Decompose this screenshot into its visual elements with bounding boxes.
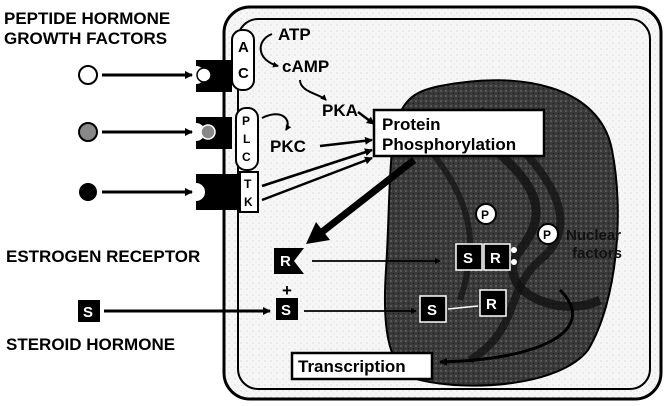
plc-label-p: P bbox=[242, 114, 250, 128]
factors-label: factors bbox=[572, 245, 622, 262]
peptide-hormone-title: PEPTIDE HORMONE bbox=[4, 9, 170, 28]
nucleus-s-upper-label: S bbox=[463, 250, 473, 267]
plc-label-l: L bbox=[243, 132, 250, 146]
ligand-open-circle bbox=[79, 66, 97, 84]
bound-factor-dot-1 bbox=[511, 247, 517, 253]
steroid-hormone-label: STEROID HORMONE bbox=[6, 335, 175, 354]
bound-factor-dot-2 bbox=[511, 259, 517, 265]
estrogen-receptor-label: ESTROGEN RECEPTOR bbox=[6, 247, 200, 266]
ligand-gray-circle bbox=[79, 123, 97, 141]
nuclear-label: Nuclear bbox=[566, 227, 621, 244]
atp-label: ATP bbox=[278, 25, 311, 44]
receptor-r-label: R bbox=[280, 253, 291, 270]
transcription-label: Transcription bbox=[298, 357, 406, 376]
phosphate-label-2: P bbox=[543, 228, 551, 242]
pkc-label: PKC bbox=[270, 137, 306, 156]
tk-label-k: K bbox=[244, 195, 253, 209]
receptor-1-bound-ligand bbox=[197, 68, 211, 82]
protein-label: Protein bbox=[382, 115, 441, 134]
camp-label: cAMP bbox=[282, 57, 329, 76]
nucleus-r-upper-label: R bbox=[490, 250, 501, 267]
receptor-3 bbox=[196, 174, 240, 210]
ac-label-a: A bbox=[238, 39, 249, 56]
ac-label-c: C bbox=[238, 65, 249, 82]
nucleus-r-lower-label: R bbox=[486, 296, 497, 313]
ligand-black-circle bbox=[79, 183, 97, 201]
tk-label-t: T bbox=[244, 177, 252, 191]
nucleus-s-lower-label: S bbox=[427, 302, 437, 319]
plus-sign: + bbox=[282, 281, 292, 300]
phosphate-label-1: P bbox=[481, 208, 489, 222]
steroid-s-outside-label: S bbox=[83, 304, 93, 321]
growth-factors-title: GROWTH FACTORS bbox=[4, 29, 167, 48]
plc-label-c: C bbox=[242, 150, 251, 164]
phosphorylation-label: Phosphorylation bbox=[382, 135, 516, 154]
receptor-2-bound-ligand bbox=[201, 125, 215, 139]
pka-label: PKA bbox=[322, 101, 358, 120]
steroid-s-inside-label: S bbox=[281, 302, 291, 319]
